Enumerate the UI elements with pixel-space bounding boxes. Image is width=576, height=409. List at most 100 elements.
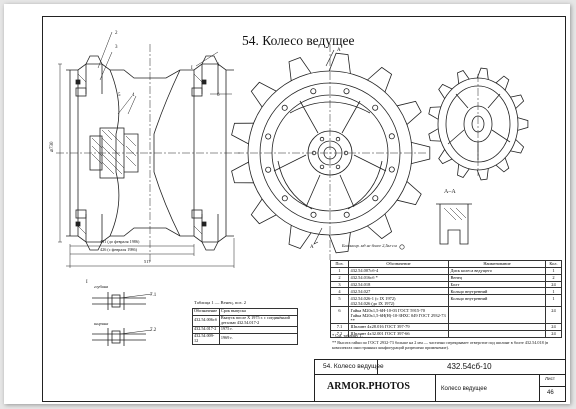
bolt-hole — [310, 88, 317, 95]
spec-cell: Кольцо внутренний — [448, 287, 546, 296]
sprocket-3d-view — [428, 67, 529, 181]
sprocket-tooth — [231, 161, 254, 184]
spec-cell: Шплинт 4х28.016 ГОСТ 397-79 — [348, 323, 449, 331]
sprocket-tooth-3d — [510, 94, 525, 109]
dimension-lines — [58, 31, 235, 268]
bolt-hole — [310, 211, 317, 218]
spec-cell: 4 — [330, 287, 349, 296]
table1-cell: 432.54.006сб — [192, 314, 220, 328]
spec-note-1: * См. таблицу 1. — [332, 333, 363, 338]
spec-cell — [448, 306, 546, 325]
sprocket-tooth — [367, 66, 393, 93]
spec-note-2: ** Высота гайки по ГОСТ 2932-73 больше н… — [332, 340, 549, 351]
sprocket-tooth — [288, 225, 312, 249]
callout-1: 1 — [217, 63, 220, 68]
table1-cell: 1969 г. — [218, 332, 299, 346]
section-hatching — [77, 73, 203, 235]
spec-cell — [448, 323, 546, 331]
spec-cell: Шплинт 4х32.001 ГОСТ 397-66 — [348, 329, 449, 338]
sprocket-tooth — [288, 57, 312, 81]
sprocket-tooth — [250, 198, 277, 225]
callout-6: 6 — [217, 93, 220, 98]
bolt-hole — [281, 195, 288, 202]
spec-cell: 24 — [545, 280, 562, 289]
sprocket-tooth-3d — [476, 67, 489, 80]
hub-hole — [343, 150, 349, 156]
sprocket-tooth-3d — [428, 128, 441, 142]
section-a-a-label: A–A — [444, 189, 456, 195]
sprocket-tooth — [397, 181, 422, 206]
bolt-hole — [372, 104, 379, 111]
spec-cell: 432.54.026-1 (с IX 1972) 432.54.026 (до … — [348, 294, 449, 308]
detail-i-views — [92, 292, 153, 346]
spec-cell: 5 — [330, 294, 349, 308]
sprocket-tooth — [328, 52, 351, 74]
callout-7-2: 7.2 — [150, 328, 157, 333]
spec-cell: 2 — [545, 273, 562, 282]
spec-header: Обозначение — [348, 260, 449, 268]
hub-hole — [335, 136, 341, 142]
spec-header: Поз. — [330, 260, 349, 268]
sprocket-tooth-3d — [438, 83, 453, 99]
dimension-diameter: ⌀730 — [50, 141, 55, 152]
sprocket-tooth — [231, 122, 254, 145]
spec-cell: 432.54.007сб-4 — [348, 266, 449, 275]
callout-5: 5 — [118, 93, 121, 98]
hub-hole — [319, 136, 325, 142]
sprocket-tooth-3d — [517, 117, 529, 131]
spec-cell: Болт — [448, 280, 546, 289]
spec-cell: 432.54.016сб * — [348, 273, 449, 282]
bolt-hole — [281, 104, 288, 111]
brand-watermark: ARMOR.PHOTOS — [327, 381, 410, 392]
spec-cell: 432.54.027 — [348, 287, 449, 296]
sprocket-front-view — [231, 52, 431, 254]
table1-cell: Выпуск после X 1975 г. с соединённой дет… — [218, 314, 299, 328]
spec-cell: Кольцо внутренний — [448, 294, 546, 308]
stamp-sheet-number: 46 — [547, 390, 554, 396]
bolt-hole — [388, 166, 395, 173]
callout-4: 4 — [132, 93, 135, 98]
hub-hole — [311, 150, 317, 156]
spec-cell: 24 — [545, 329, 562, 338]
sprocket-tooth-3d — [457, 70, 470, 84]
detail-label-bottom: ширина — [94, 321, 109, 326]
sprocket-tooth-3d — [495, 75, 510, 91]
sprocket-tooth-3d — [457, 164, 470, 178]
sprocket-tooth — [411, 142, 431, 164]
sprocket-tooth-3d — [428, 106, 441, 120]
stamp-sheet-label: Лист — [545, 376, 555, 381]
detail-mark-i: I — [86, 280, 88, 285]
bolt-hole — [265, 166, 272, 173]
sprocket-tooth-3d — [476, 168, 489, 181]
spec-cell: 432.54.018 — [348, 280, 449, 289]
spec-cell: 1 — [330, 266, 349, 275]
callout-3: 3 — [115, 45, 118, 50]
bolt-hole — [372, 195, 379, 202]
table-row: 432.54.009-12 1969 г. — [192, 332, 299, 346]
spec-cell: 6 — [330, 306, 349, 325]
sprocket-tooth — [367, 213, 393, 240]
spec-cell: 3 — [330, 280, 349, 289]
spec-cell: 24 — [545, 306, 562, 325]
spec-cell: Диск колеса ведущего — [448, 266, 546, 275]
spec-header: Наименование — [448, 260, 546, 268]
stamp-code: 432.54сб-10 — [447, 362, 492, 371]
spec-cell: 24 — [545, 323, 562, 331]
section-mark-i: I — [191, 66, 193, 71]
bolt-hole — [343, 88, 350, 95]
balance-note: Балансир. мд не более 2,5кг·см — [342, 243, 397, 248]
sprocket-tooth — [328, 232, 351, 254]
spec-cell — [448, 329, 546, 338]
spec-cell: 1 — [545, 294, 562, 308]
callout-2: 2 — [115, 31, 118, 36]
drawing-sheet: 54. Колесо ведущее — [4, 4, 570, 404]
dimension-517: 517 — [144, 259, 151, 264]
hub-hole — [335, 164, 341, 170]
sprocket-tooth — [250, 81, 277, 108]
sprocket-tooth-3d — [495, 157, 510, 173]
